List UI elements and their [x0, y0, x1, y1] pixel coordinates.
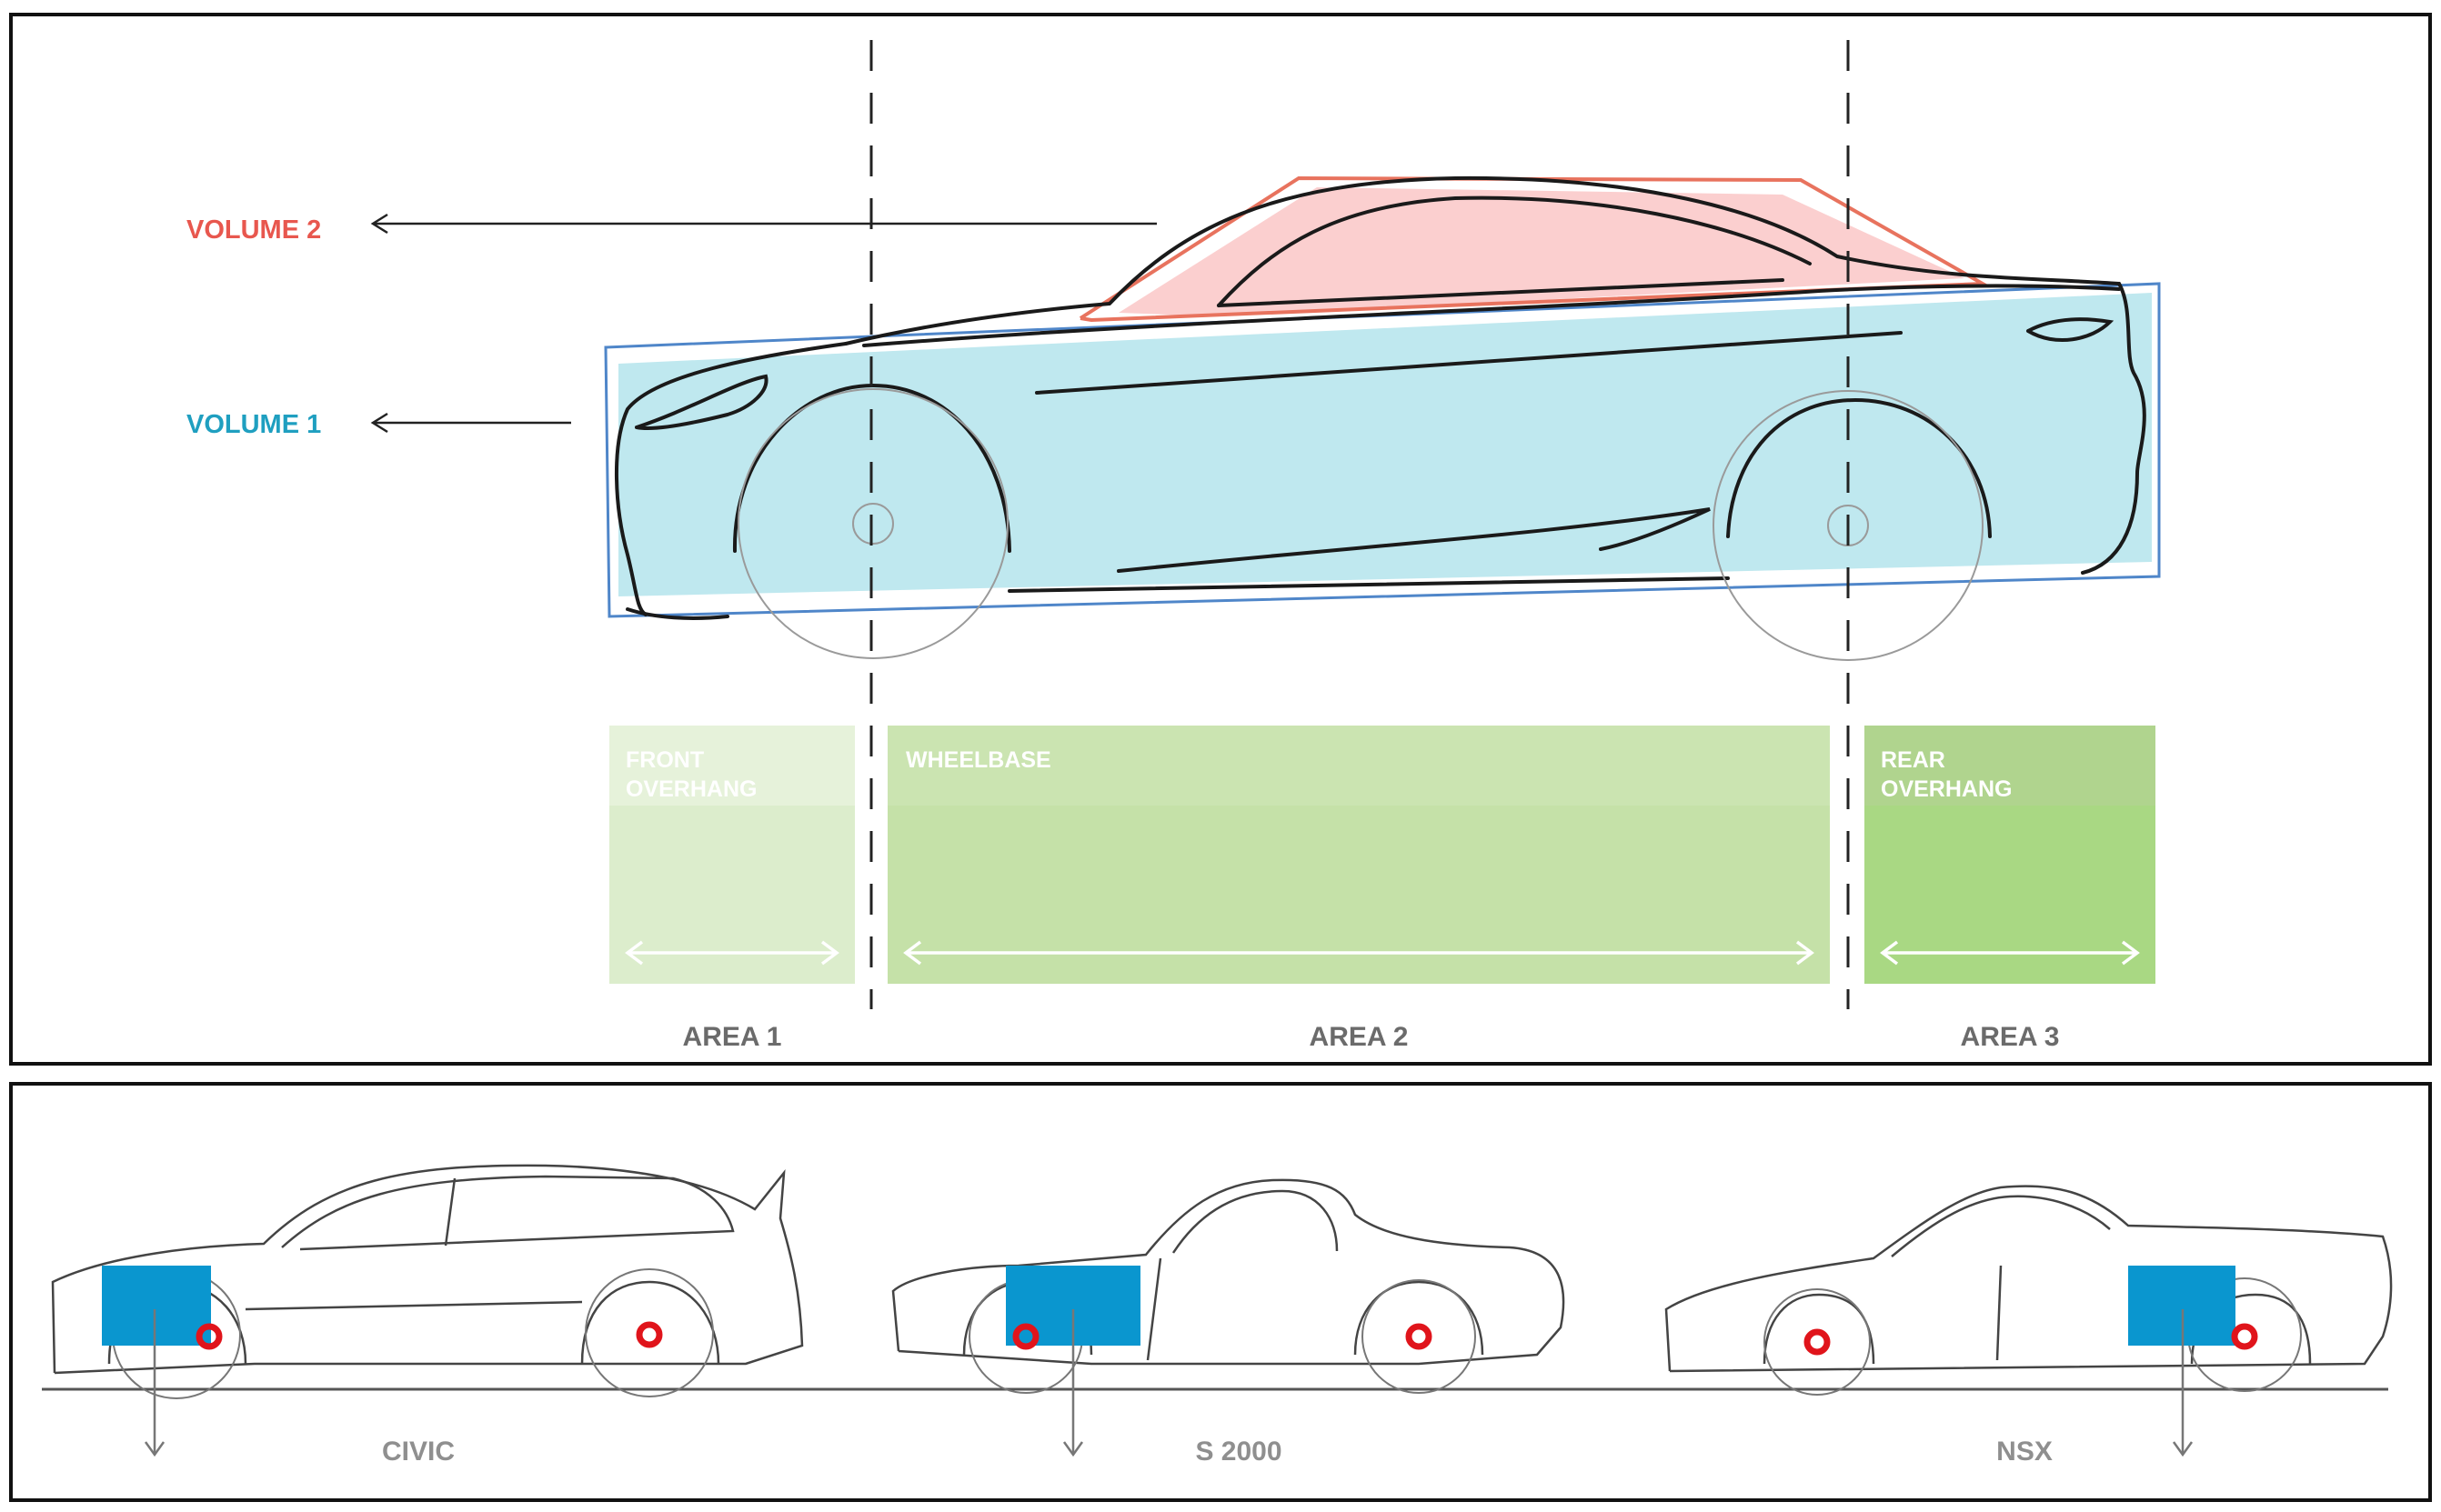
nsx-label: NSX: [1996, 1437, 2053, 1467]
diagram-bottom-panel: [9, 1082, 2432, 1502]
car-sketch: [614, 175, 2146, 620]
rear-overhang-double-arrow: [1880, 940, 2140, 966]
wheelbase-block: WHEELBASE: [888, 726, 1830, 984]
front-overhang-label-line1: FRONT: [626, 747, 704, 773]
civic-front-wheel-center: [196, 1323, 223, 1350]
front-overhang-label-line2: OVERHANG: [626, 776, 757, 802]
wheelbase-label: WHEELBASE: [906, 747, 1051, 773]
s2000-front-wheel-center: [1012, 1323, 1040, 1350]
volume-1-label: VOLUME 1: [186, 410, 321, 439]
volume-1-shape: [604, 282, 2161, 618]
civic-down-arrow: [144, 1309, 166, 1457]
s2000-car-sketch: [891, 1178, 1565, 1366]
s2000-down-arrow: [1062, 1309, 1084, 1457]
volume-1-arrow: [370, 412, 571, 434]
s2000-rear-wheel-center: [1405, 1323, 1432, 1350]
area-1-label: AREA 1: [683, 1022, 782, 1052]
nsx-front-wheel-center: [1803, 1328, 1831, 1356]
area-2-label: AREA 2: [1310, 1022, 1409, 1052]
rear-overhang-label-line2: OVERHANG: [1881, 776, 2012, 802]
area-3-label: AREA 3: [1961, 1022, 2060, 1052]
nsx-car-sketch: [1664, 1185, 2393, 1373]
s2000-label: S 2000: [1195, 1437, 1281, 1467]
volume-2-shape: [1079, 175, 1990, 323]
rear-overhang-block: REAR OVERHANG: [1864, 726, 2155, 984]
civic-label: CIVIC: [382, 1437, 455, 1467]
volume-2-arrow: [370, 213, 1157, 235]
front-overhang-double-arrow: [625, 940, 839, 966]
front-overhang-block: FRONT OVERHANG: [609, 726, 855, 984]
civic-rear-wheel-center: [636, 1321, 663, 1348]
wheelbase-double-arrow: [903, 940, 1814, 966]
nsx-down-arrow: [2172, 1309, 2194, 1457]
rear-overhang-label-line1: REAR: [1881, 747, 1945, 773]
volume-2-label: VOLUME 2: [186, 215, 321, 245]
nsx-rear-wheel-center: [2231, 1323, 2258, 1350]
civic-overhang-box: [102, 1266, 211, 1346]
